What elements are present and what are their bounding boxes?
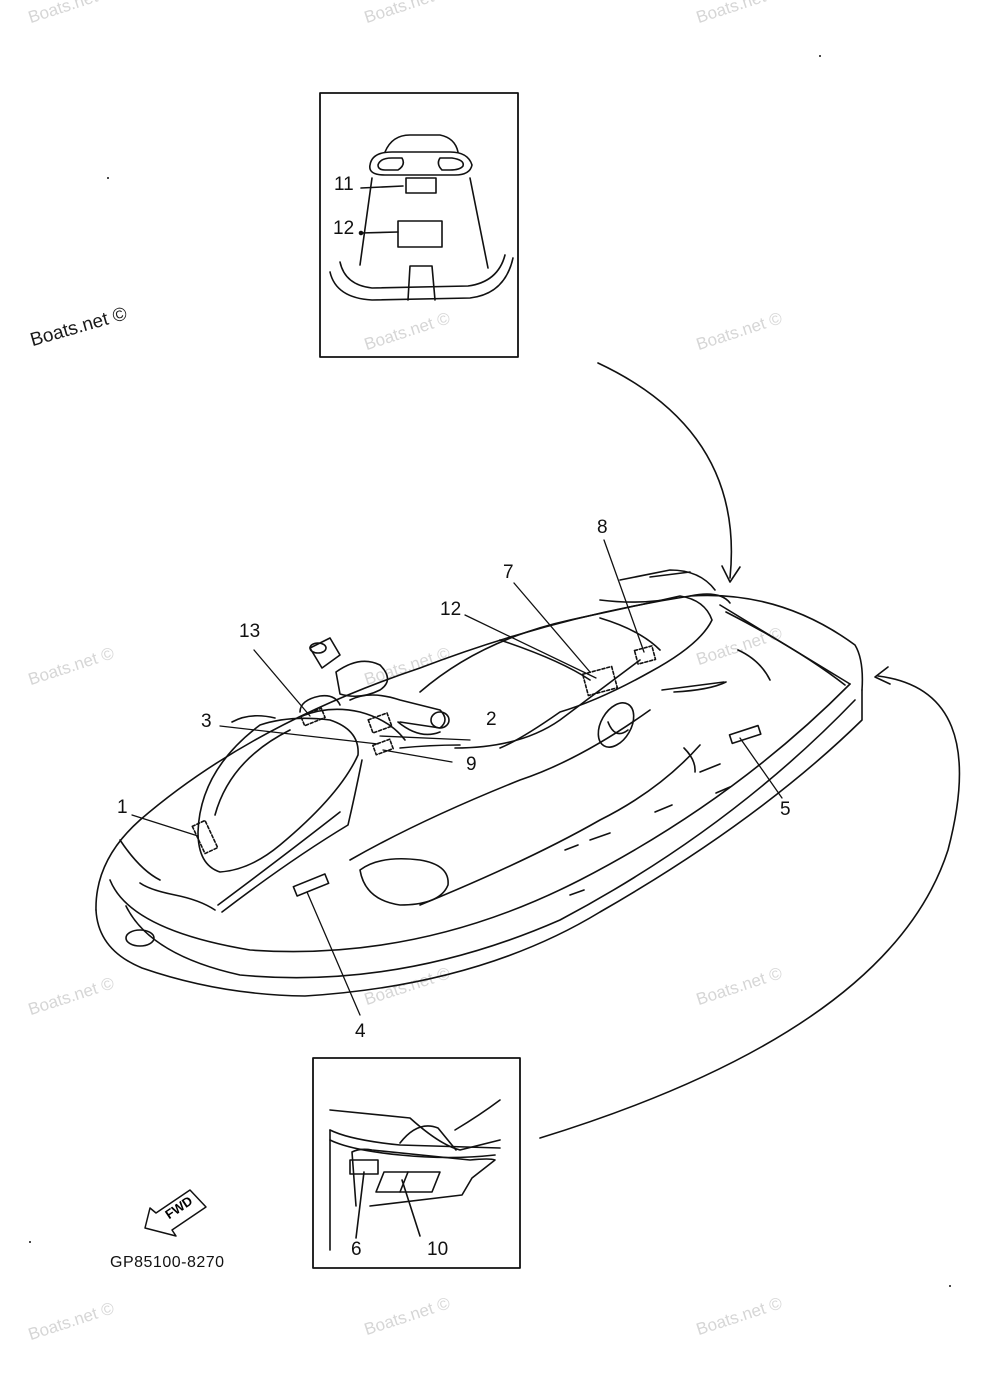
top-inset [319,92,519,358]
callout-5: 5 [780,799,791,820]
callout-1: 1 [117,797,128,818]
callout-13: 13 [239,621,261,642]
fwd-arrow-icon [144,1189,207,1237]
bottom-inset [312,1057,521,1269]
callout-6: 6 [351,1239,362,1260]
callout-12-top: 12 [333,218,355,239]
callout-9: 9 [466,754,477,775]
callout-2: 2 [486,709,497,730]
callout-7: 7 [503,562,514,583]
jet-ski-hull [95,569,864,997]
callout-3: 3 [201,711,212,732]
callout-4: 4 [355,1021,366,1042]
leader-lines [131,539,783,1016]
callout-10: 10 [427,1239,449,1260]
callout-12-main: 12 [440,599,462,620]
decals [191,645,762,897]
callout-11: 11 [334,174,354,195]
callout-8: 8 [597,517,608,538]
diagram-code: GP85100-8270 [110,1254,225,1271]
